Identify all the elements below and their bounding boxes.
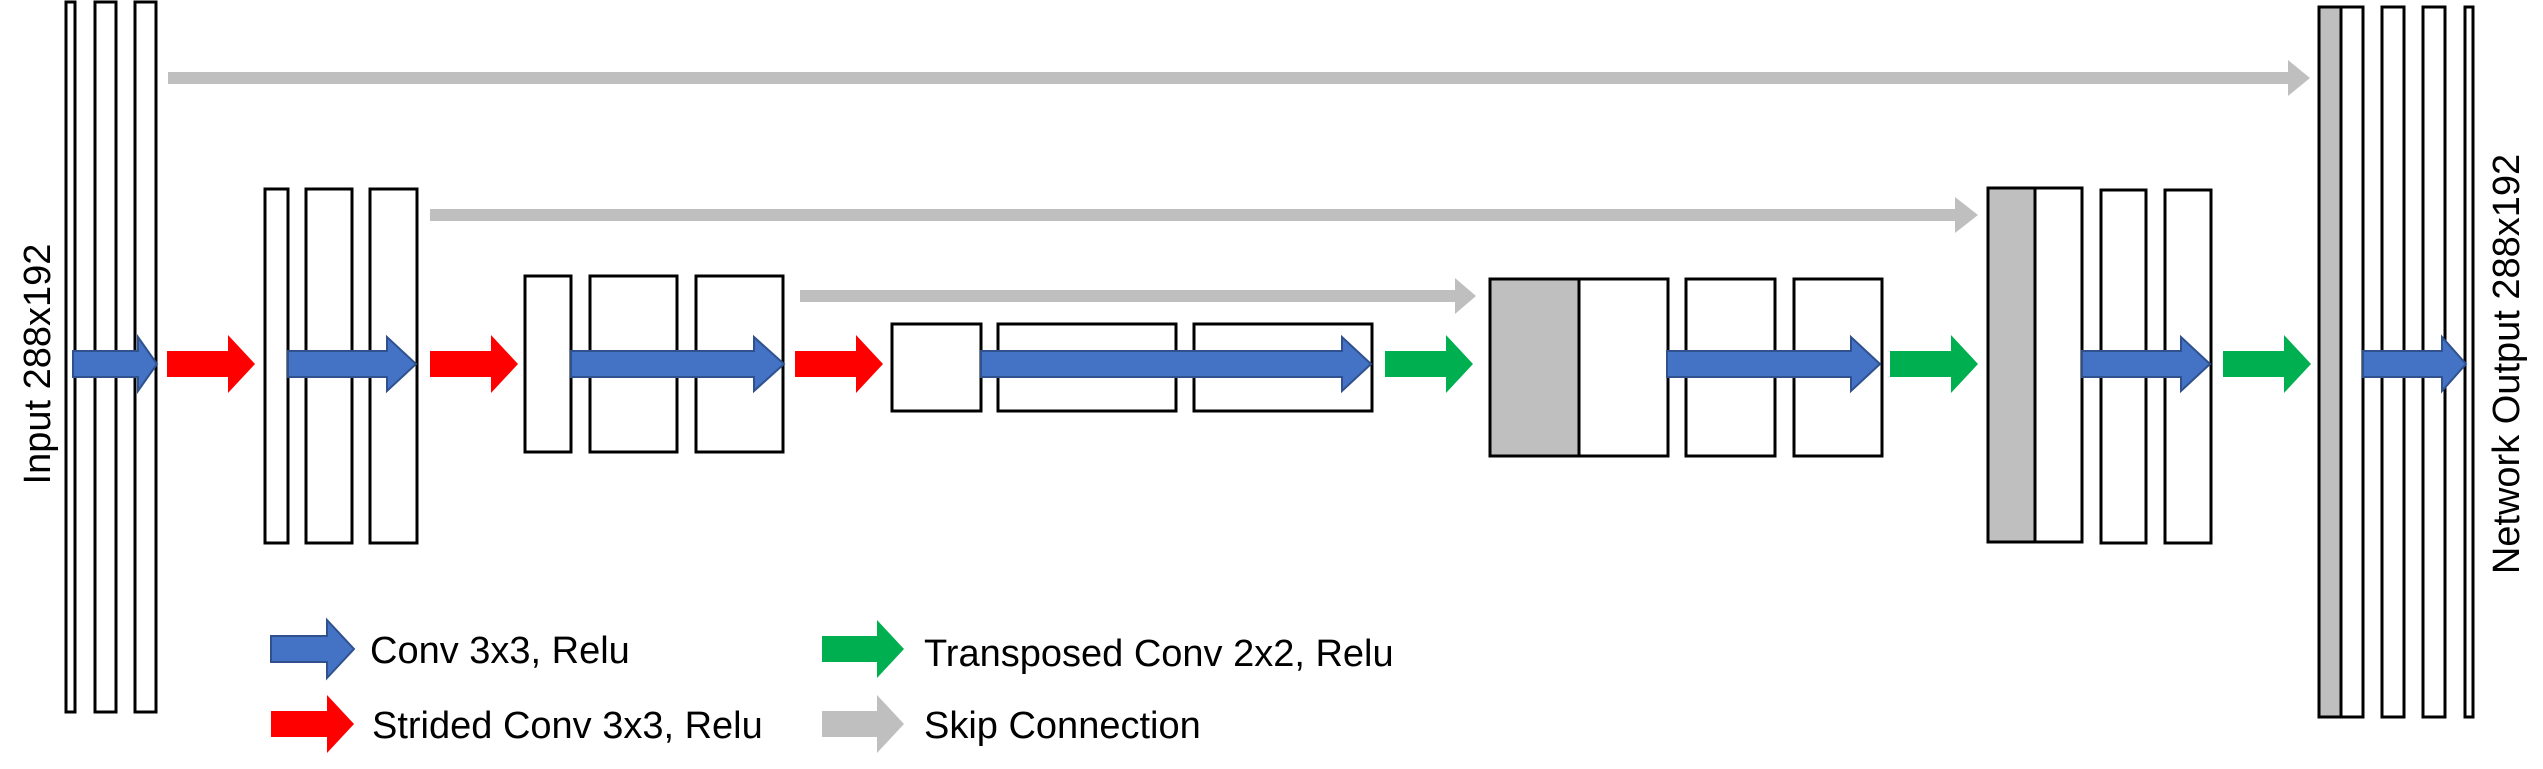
feature-map bbox=[263, 187, 290, 545]
legend-item-skip: Skip Connection bbox=[822, 695, 1201, 753]
concatenated-feature-map bbox=[1488, 277, 1581, 458]
conv-arrows bbox=[72, 333, 2468, 395]
skip-connection-level-2 bbox=[430, 197, 1978, 233]
skip-connection-level-3 bbox=[800, 278, 1476, 314]
legend-item-transposed: Transposed Conv 2x2, Relu bbox=[822, 620, 1394, 678]
legend-label: Conv 3x3, Relu bbox=[370, 630, 630, 672]
legend-label: Transposed Conv 2x2, Relu bbox=[924, 633, 1394, 675]
conv-arrow bbox=[287, 334, 418, 394]
concatenated-feature-map bbox=[1986, 186, 2037, 544]
conv-legend-arrow-icon bbox=[270, 617, 356, 681]
feature-map bbox=[523, 274, 573, 454]
feature-map bbox=[2033, 186, 2084, 544]
feature-map bbox=[1577, 277, 1670, 458]
transposed-conv-arrow bbox=[1385, 335, 1473, 393]
strided-conv-arrows bbox=[167, 335, 883, 393]
strided-conv-arrow bbox=[430, 335, 518, 393]
input-label: Input 288x192 bbox=[17, 244, 59, 485]
legend-item-conv: Conv 3x3, Relu bbox=[270, 617, 630, 681]
conv-arrow bbox=[1666, 334, 1882, 394]
skip-legend-arrow-icon bbox=[822, 695, 904, 753]
conv-arrow bbox=[980, 334, 1373, 394]
legend: Conv 3x3, Relu Strided Conv 3x3, Relu Tr… bbox=[270, 617, 1394, 753]
conv-arrow bbox=[570, 334, 786, 394]
strided-conv-arrow bbox=[795, 335, 883, 393]
strided-legend-arrow-icon bbox=[271, 695, 354, 753]
legend-label: Strided Conv 3x3, Relu bbox=[372, 705, 763, 747]
output-label: Network Output 288x192 bbox=[2486, 154, 2528, 574]
feature-map bbox=[2339, 5, 2365, 719]
transposed-conv-arrows bbox=[1385, 335, 2311, 393]
conv-arrow bbox=[2081, 334, 2212, 394]
feature-map bbox=[2463, 5, 2475, 719]
legend-item-strided: Strided Conv 3x3, Relu bbox=[271, 695, 763, 753]
skip-connection-level-1 bbox=[168, 60, 2310, 96]
feature-map bbox=[890, 322, 983, 413]
concatenated-feature-map bbox=[2317, 5, 2343, 719]
transposed-conv-arrow bbox=[2223, 335, 2311, 393]
transposed-conv-arrow bbox=[1890, 335, 1978, 393]
strided-conv-arrow bbox=[167, 335, 255, 393]
conv-arrow bbox=[72, 333, 159, 395]
transposed-legend-arrow-icon bbox=[822, 620, 904, 678]
decoder-level-1 bbox=[2317, 5, 2475, 719]
skip-connections bbox=[168, 60, 2310, 314]
conv-arrow bbox=[2362, 334, 2468, 394]
legend-label: Skip Connection bbox=[924, 705, 1201, 747]
